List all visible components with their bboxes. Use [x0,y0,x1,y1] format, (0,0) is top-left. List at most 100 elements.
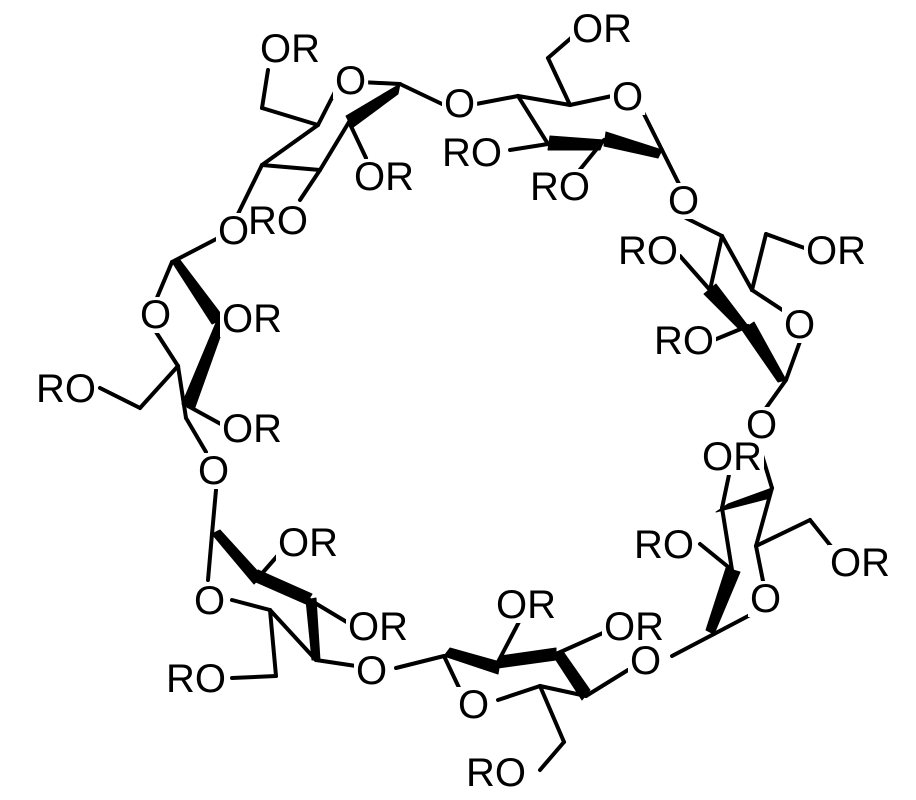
label-backing [652,323,716,359]
wedge-bond [603,131,663,159]
label-backing [602,609,666,645]
bond [398,82,444,106]
label-backing [782,307,818,343]
bond [314,658,358,668]
substituent-label: RO [442,131,502,175]
glycosidic-oxygen-label: O [198,449,229,493]
bond [538,740,566,772]
label-backing [192,583,228,619]
label-backing [570,11,634,47]
label-backing [748,581,784,617]
label-backing [610,79,646,115]
label-backing [494,587,558,623]
bond [764,232,812,252]
bond [260,106,320,127]
bond [170,234,224,264]
label-backing [666,183,702,219]
substituent-label: RO [634,523,694,567]
substituent-label: OR [222,297,282,341]
label-backing [528,169,592,205]
glucose-unit-7 [98,234,230,454]
bond [474,94,520,106]
substituent-label: OR [572,7,632,51]
bond [720,234,754,292]
glucose-unit-4 [670,440,836,658]
bond [138,364,180,410]
wedge-bond [211,529,263,585]
substituent-label: RO [36,367,96,411]
substituent-label: OR [222,407,282,451]
bond [516,94,550,146]
ring-oxygen-label: O [784,303,815,347]
bond [394,654,446,670]
bond [234,163,264,220]
bond [660,148,682,188]
substituent-label: RO [654,319,714,363]
substituent-label: RO [530,165,590,209]
bond [347,120,368,160]
substituent-label: RO [248,199,308,243]
bond [784,334,804,382]
label-backing [628,643,664,679]
bond [154,330,180,368]
glycosidic-oxygen-label: O [630,639,661,683]
label-backing [464,755,528,791]
bond [508,142,550,152]
bond [720,468,732,510]
bond [230,598,272,612]
atom-labels: O OR OR RO O O OR RO RO O O OR RO RO O O… [34,7,892,795]
substituent-label: OR [260,27,320,71]
glucose-unit-6 [206,488,358,680]
bond [568,94,614,107]
label-backing [744,407,780,443]
substituent-label: RO [618,229,678,273]
bond [698,542,734,572]
glucose-unit-5 [394,618,630,772]
bond [230,674,278,680]
ring-oxygen-label: O [140,293,171,337]
label-backing [220,411,284,447]
label-backing [164,661,228,697]
ring-oxygen-label: O [612,75,643,119]
bond [184,416,208,454]
ring-oxygen-label: O [194,579,225,623]
ring-oxygen-label: O [458,683,489,727]
bond [496,684,542,702]
substituent-label: RO [166,657,226,701]
substituent-label: OR [806,229,866,273]
bond [720,506,734,572]
label-backing [276,525,340,561]
bond [268,608,278,678]
label-backing [804,233,868,269]
label-backing [333,63,369,99]
label-backing [246,203,310,239]
wedge-bond [741,321,787,383]
bond [712,324,750,342]
ring-oxygen-label: O [750,577,781,621]
bond [764,378,788,410]
label-backing [352,159,416,195]
bond [678,254,712,292]
glycosidic-oxygen-label: O [444,82,475,126]
label-backing [138,297,174,333]
bond [318,120,351,172]
wedge-bond [305,597,321,661]
bond [268,608,318,662]
bond [308,598,352,626]
wedge-bond [255,569,313,605]
label-backing [354,653,390,689]
bond [538,684,566,744]
substituent-label: RO [466,751,526,795]
substituent-label: OR [830,541,890,585]
bond [176,364,188,420]
bond [210,488,218,536]
label-backing [34,371,98,407]
substituent-label: OR [496,583,556,627]
wedge-bond [547,135,605,151]
label-backing [196,453,232,489]
label-backing [616,233,680,269]
label-backing [700,439,764,475]
substituent-label: OR [278,521,338,565]
label-backing [220,301,284,337]
